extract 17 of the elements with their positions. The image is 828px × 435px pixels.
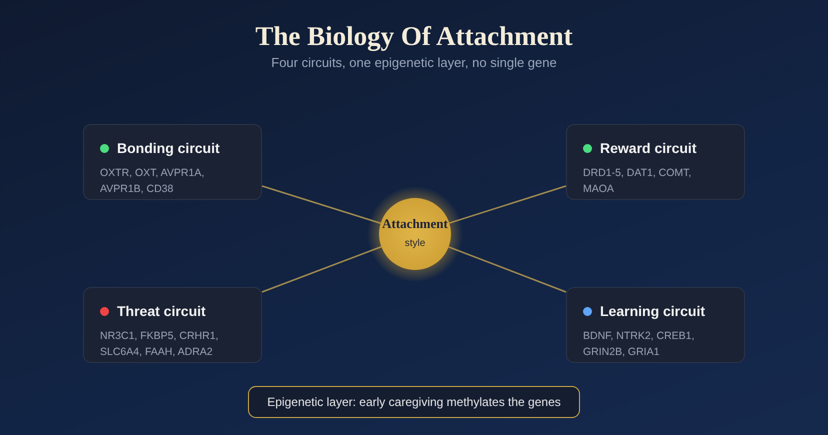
circuit-card [83, 287, 262, 363]
gene-list: DRD1-5, DAT1, COMT, MAOA [583, 165, 718, 197]
circuit-card [566, 287, 745, 363]
circuit-card [566, 124, 745, 200]
gene-list: OXTR, OXT, AVPR1A, AVPR1B, CD38 [100, 165, 235, 197]
card-heading: Reward circuit [600, 139, 696, 158]
note-box: Epigenetic layer: early caregiving methylates the genes [248, 386, 580, 418]
gene-list: BDNF, NTRK2, CREB1, GRIN2B, GRIA1 [583, 328, 718, 360]
title: The Biology Of Attachment [255, 20, 573, 53]
gene-list: NR3C1, FKBP5, CRHR1, SLC6A4, FAAH, ADRA2 [100, 328, 235, 360]
subtitle: Four circuits, one epigenetic layer, no single gene [271, 54, 557, 72]
circuit-card [83, 124, 262, 200]
center-title: Attachment [382, 217, 448, 230]
card-heading: Learning circuit [600, 302, 706, 321]
center-subtitle: style [404, 237, 426, 251]
card-heading: Threat circuit [117, 302, 206, 321]
card-heading: Bonding circuit [117, 139, 220, 158]
